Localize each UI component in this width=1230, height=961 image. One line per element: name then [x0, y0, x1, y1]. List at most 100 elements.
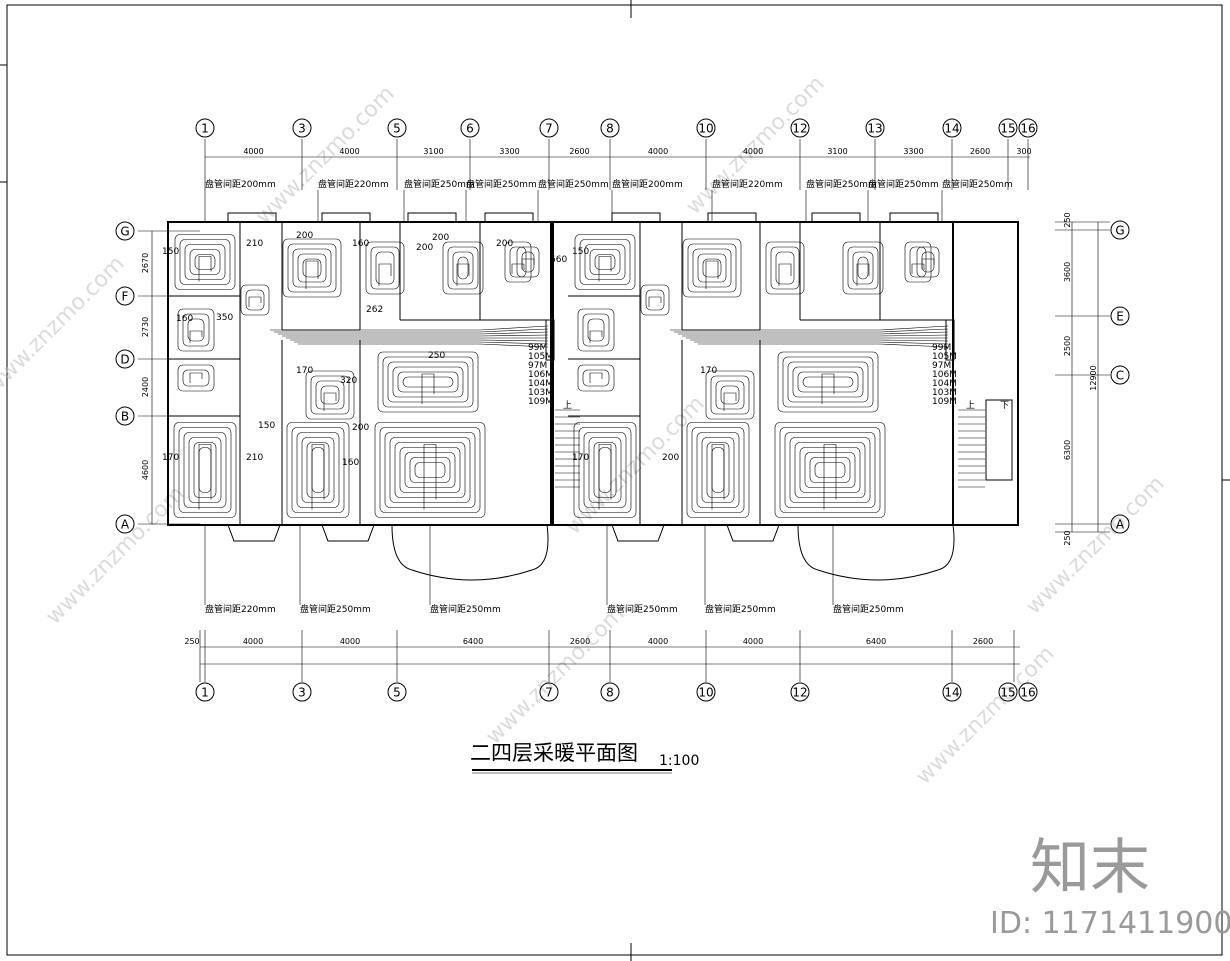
window-top-1: [321, 212, 371, 223]
spacing-note-bottom-5: 盘管间距250mm: [833, 603, 904, 615]
pipe-label-15: 200: [416, 243, 433, 253]
spacing-note-top-1: 盘管间距220mm: [318, 178, 389, 190]
stair-down-mark: 下: [1000, 401, 1009, 411]
loop-length-left-2: 97M: [528, 361, 547, 371]
coil-ring: [797, 371, 859, 393]
manifold-left: [545, 319, 555, 361]
dim-bottom-2: 4000: [340, 637, 360, 646]
axis-left-0-label: G: [120, 225, 129, 239]
coil-ring: [384, 432, 476, 508]
watermark-logo: 知末: [1030, 833, 1150, 903]
coil-core: [921, 258, 935, 269]
spacing-note-top-9: 盘管间距250mm: [942, 178, 1013, 190]
window-top-7: [889, 212, 939, 223]
coil-ring: [382, 356, 474, 408]
coil-ring: [593, 442, 617, 498]
axis-bottom-2-circle: [387, 682, 407, 702]
coil-ring: [697, 253, 727, 283]
loop-length-right-0: 99M: [932, 343, 951, 353]
floor-coil-R4: [904, 241, 932, 283]
coil-core: [598, 444, 612, 510]
axis-top-6-label: 10: [698, 122, 713, 136]
axis-top-8-circle: [865, 118, 885, 138]
dim-left-2: 2400: [141, 377, 150, 397]
watermark-url: www.znzmo.com: [251, 81, 399, 229]
window-top-5: [707, 212, 757, 223]
axis-bottom-6-circle: [790, 682, 810, 702]
floor-coil-L6: [177, 364, 215, 392]
pipe-label-21: 200: [662, 453, 679, 463]
trunk-right-0: [670, 325, 949, 331]
axis-bottom-9-label: 16: [1020, 686, 1035, 700]
coil-ring: [814, 462, 846, 478]
coil-ring: [909, 246, 927, 278]
axis-left-4-circle: [115, 514, 135, 534]
window-top-6: [811, 212, 861, 223]
coil-core: [705, 260, 719, 289]
coil-ring: [296, 432, 340, 508]
coil-ring: [452, 251, 474, 285]
coil-ring: [588, 437, 622, 503]
dim-top-8: 3300: [903, 147, 923, 156]
coil-core: [723, 392, 737, 411]
axis-bottom-5-label: 10: [698, 686, 713, 700]
coil-ring: [589, 249, 621, 275]
balcony-right: [797, 524, 955, 581]
axis-top-5-circle: [600, 118, 620, 138]
loop-length-left-5: 103M: [528, 388, 553, 398]
watermark-4: www.znzmo.com: [1021, 471, 1169, 619]
floor-coil-R1: [682, 238, 742, 298]
axis-bottom-1-circle: [292, 682, 312, 702]
pipe-label-5: 200: [496, 239, 513, 249]
coil-ring: [702, 258, 722, 278]
axis-top-0-label: 1: [201, 122, 209, 136]
axis-bottom-3-label: 7: [545, 686, 553, 700]
dim-bottom-5: 4000: [648, 637, 668, 646]
axis-top-9-label: 14: [944, 122, 959, 136]
coil-ring: [804, 452, 856, 488]
coil-ring: [774, 422, 886, 518]
spacing-note-top-5: 盘管间距200mm: [612, 178, 683, 190]
coil-core: [189, 330, 203, 343]
loop-length-left-6: 109M: [528, 397, 553, 407]
pipe-label-8: 170: [296, 366, 313, 376]
axis-top-10-label: 15: [1000, 122, 1015, 136]
axis-top-6-circle: [696, 118, 716, 138]
trunk-left-5: [290, 339, 549, 342]
watermark-0: www.znzmo.com: [0, 251, 129, 399]
coil-ring: [687, 243, 737, 293]
dim-left-0: 2670: [141, 253, 150, 273]
coil-ring: [645, 289, 665, 311]
dim-bottom-1: 4000: [243, 637, 263, 646]
drawing-scale: 1:100: [659, 753, 699, 769]
watermark-1: www.znzmo.com: [251, 81, 399, 229]
trunk-left-0: [270, 325, 549, 331]
floor-coil-L11: [286, 422, 350, 518]
coil-ring: [306, 442, 330, 498]
coil-ring: [447, 246, 479, 290]
pipe-label-14: 150: [258, 421, 275, 431]
coil-ring: [315, 380, 345, 410]
coil-core: [511, 263, 525, 274]
window-top-2: [407, 212, 457, 223]
axis-bottom-0-circle: [195, 682, 215, 702]
coil-ring: [574, 234, 636, 290]
axis-bottom-5-circle: [696, 682, 716, 702]
coil-ring: [189, 249, 221, 275]
coil-ring: [182, 369, 210, 387]
coil-ring: [184, 244, 226, 280]
dim-top-3: 3300: [499, 147, 519, 156]
axis-top-2-circle: [387, 118, 407, 138]
balcony-left: [391, 524, 549, 581]
coil-ring: [720, 385, 740, 405]
axis-top-3-circle: [460, 118, 480, 138]
stair-up-mark-left: 上: [563, 400, 572, 411]
coil-ring: [710, 375, 750, 415]
floor-coil-R8: [777, 351, 879, 413]
axis-top-7-label: 12: [792, 122, 807, 136]
coil-ring: [775, 251, 795, 285]
coil-ring: [442, 241, 484, 295]
coil-ring: [409, 457, 451, 483]
coil-ring: [292, 248, 332, 288]
